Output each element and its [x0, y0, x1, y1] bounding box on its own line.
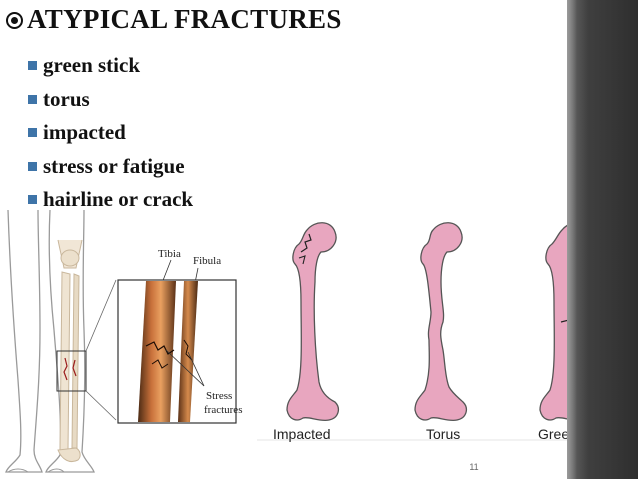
list-item: hairline or crack: [28, 183, 193, 217]
tibia-label: Tibia: [158, 248, 181, 260]
impacted-bone: Impacted: [273, 222, 340, 442]
square-bullet-icon: [28, 195, 37, 205]
greenstick-bone: Greenstick: [538, 224, 567, 442]
bone-diagrams: Impacted Torus Greenstick: [249, 212, 567, 452]
list-item: stress or fatigue: [28, 150, 193, 184]
list-item: green stick: [28, 49, 193, 83]
list-item: torus: [28, 83, 193, 117]
bullet-text: impacted: [43, 120, 126, 145]
bullet-text: green stick: [43, 53, 141, 78]
impacted-label: Impacted: [273, 426, 331, 442]
greenstick-label: Greenstick: [538, 426, 567, 442]
stress-fracture-inset: Tibia Fibula Stress fractures: [117, 248, 242, 424]
square-bullet-icon: [28, 128, 37, 138]
bullet-text: hairline or crack: [43, 187, 194, 212]
circle-bullet-icon: [6, 12, 23, 29]
title-row: ATYPICAL FRACTURES: [6, 4, 342, 35]
slide-title: ATYPICAL FRACTURES: [27, 4, 342, 34]
fibula-label: Fibula: [193, 255, 221, 267]
bullet-text: stress or fatigue: [43, 153, 185, 178]
list-item: impacted: [28, 116, 193, 150]
slide-number: 11: [469, 462, 479, 472]
square-bullet-icon: [28, 94, 37, 104]
square-bullet-icon: [28, 161, 37, 171]
side-decorative-bar: [567, 0, 638, 479]
bullet-text: torus: [43, 86, 90, 111]
bullet-list: green stick torus impacted stress or fat…: [28, 49, 193, 217]
torus-bone: Torus: [414, 222, 468, 442]
stress-label: Stress: [206, 390, 232, 402]
fractures-label: fractures: [204, 404, 242, 416]
leg-illustration: [5, 210, 117, 473]
square-bullet-icon: [28, 61, 37, 71]
torus-label: Torus: [426, 426, 460, 442]
